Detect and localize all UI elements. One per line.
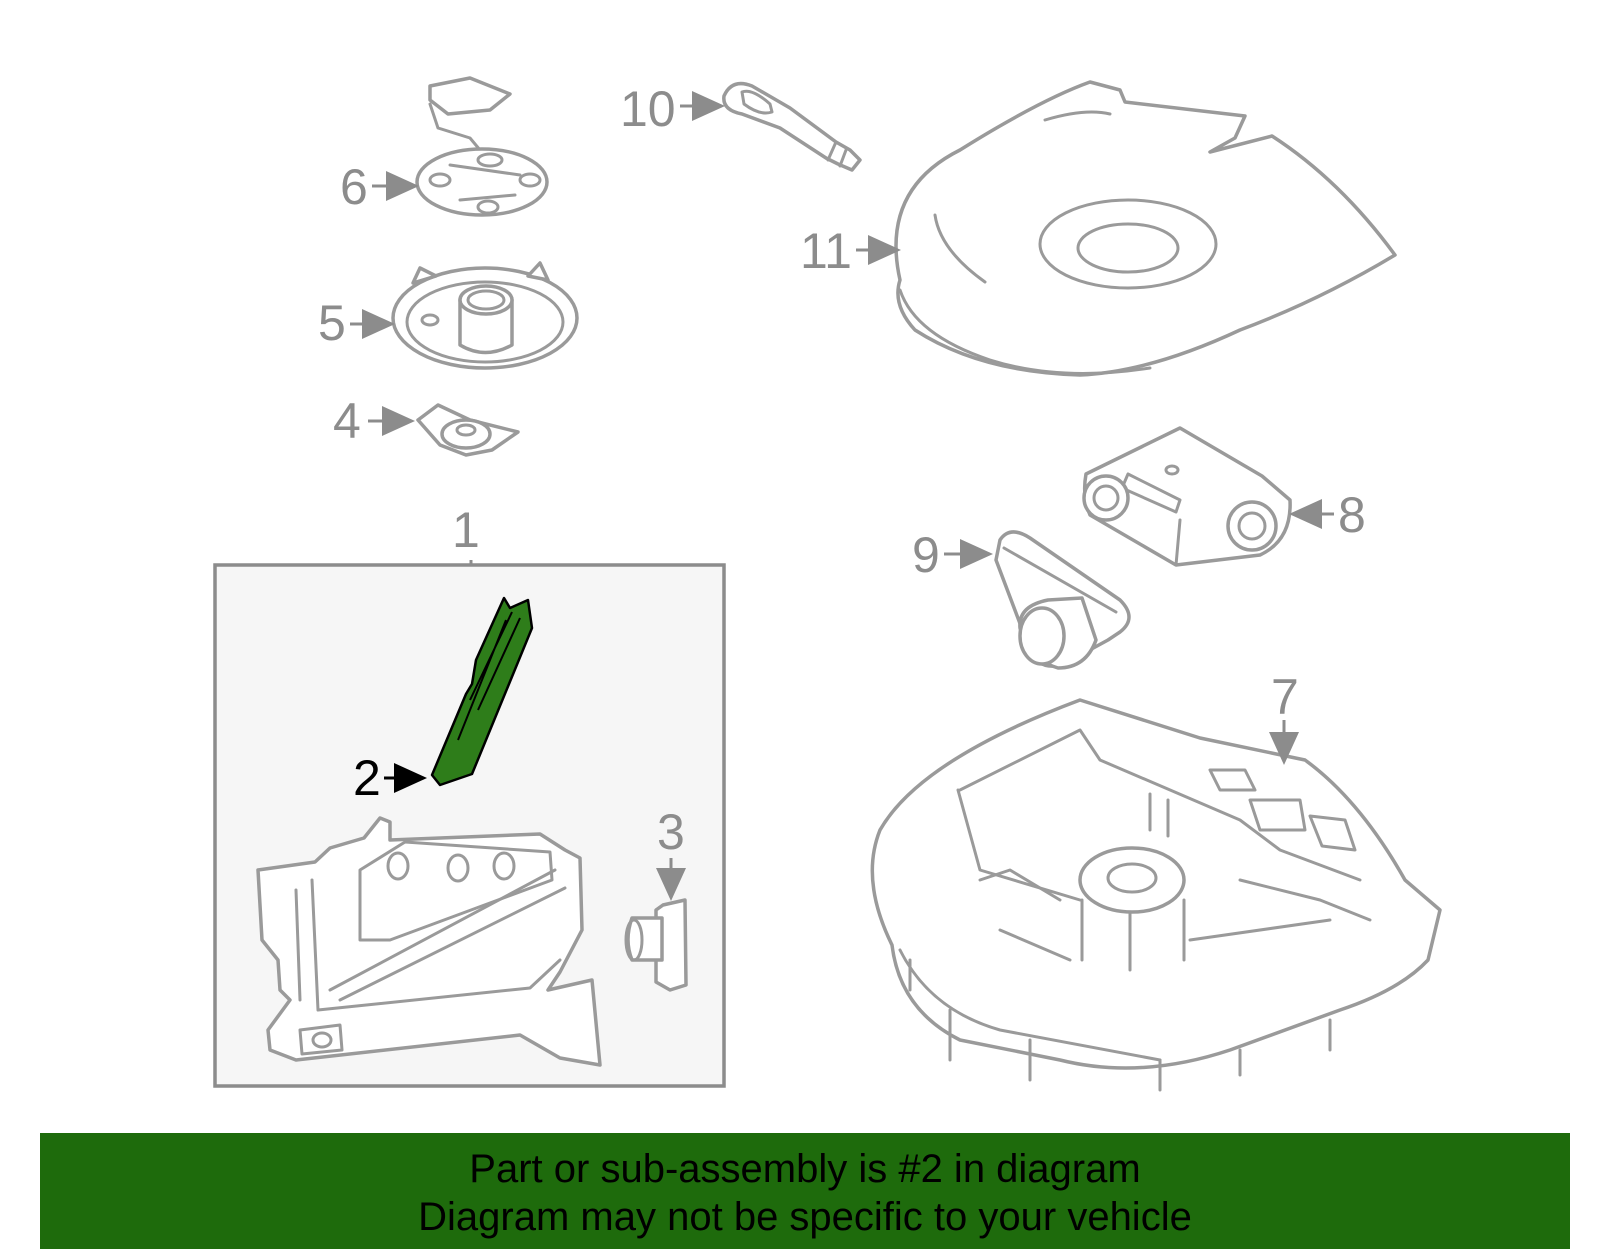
callout-1: 1 xyxy=(452,502,480,558)
callout-7: 7 xyxy=(1271,669,1299,725)
callout-10: 10 xyxy=(620,81,676,137)
info-banner: Part or sub-assembly is #2 in diagram Di… xyxy=(40,1133,1570,1249)
callout-2: 2 xyxy=(353,750,381,806)
callout-8: 8 xyxy=(1338,487,1366,543)
part-10-bolt xyxy=(722,81,862,172)
callout-6: 6 xyxy=(340,159,368,215)
callout-4: 4 xyxy=(333,393,361,449)
jack-body xyxy=(256,816,602,1067)
part-4-nut xyxy=(416,403,520,457)
part-2-jack-handle xyxy=(430,596,534,787)
callout-11: 11 xyxy=(800,223,852,279)
part-9-tool xyxy=(994,530,1131,670)
part-11-cover xyxy=(894,80,1397,377)
part-3-knob xyxy=(624,898,688,992)
part-8-wrench xyxy=(1082,426,1292,567)
part-5-cap xyxy=(391,261,579,370)
part-6-clamp xyxy=(415,76,549,217)
callout-9: 9 xyxy=(912,527,940,583)
callout-3: 3 xyxy=(657,804,685,860)
banner-line-2: Diagram may not be specific to your vehi… xyxy=(418,1195,1192,1239)
banner-line-1: Part or sub-assembly is #2 in diagram xyxy=(469,1147,1141,1191)
callout-5: 5 xyxy=(318,295,346,351)
part-7-tray xyxy=(870,698,1442,1092)
